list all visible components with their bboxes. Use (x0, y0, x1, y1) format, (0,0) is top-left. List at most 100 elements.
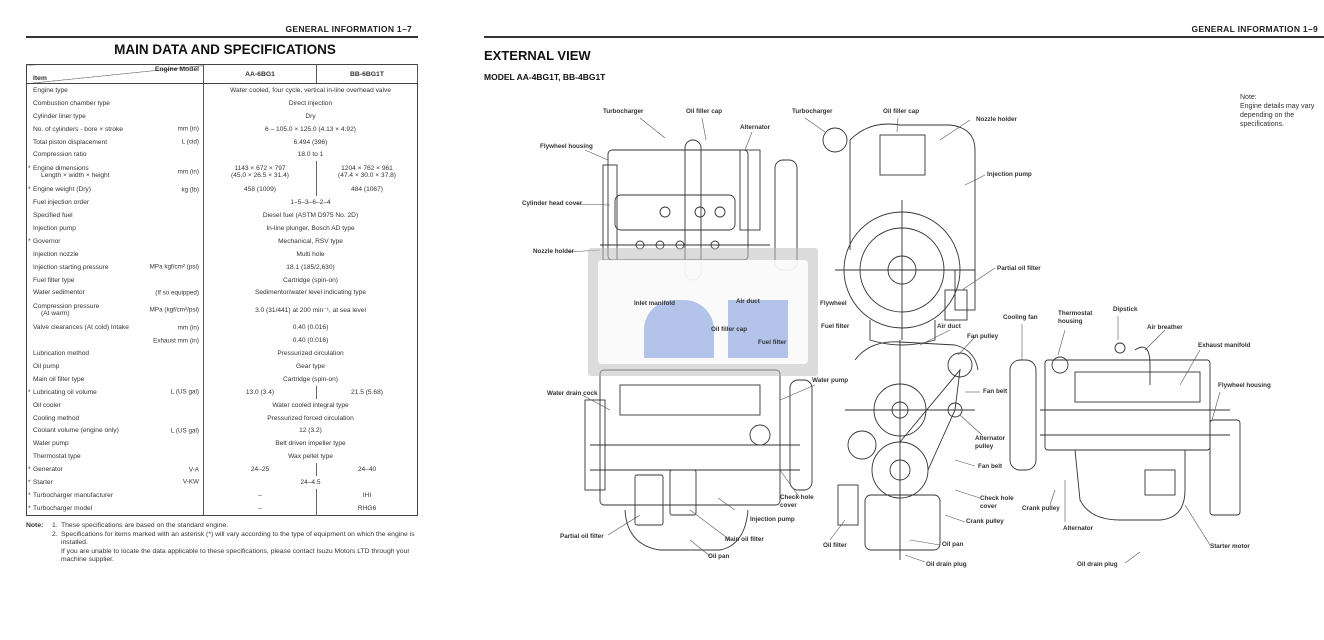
running-head-right: GENERAL INFORMATION 1–9 (1191, 24, 1318, 34)
spec-unit: L (US gal) (170, 427, 199, 435)
watermark-panel (598, 260, 808, 364)
diagram-label-injection-pump-2: Injection pump (750, 516, 795, 523)
spec-item-cell: Fuel injection order (26, 196, 204, 210)
spec-value-text: – (258, 491, 262, 499)
diagram-label-turbocharger-2: Turbocharger (792, 108, 833, 115)
diagram-label-oil-filter: Oil filter (823, 542, 847, 549)
spec-value-aa6bg1: 24–25 (203, 463, 317, 477)
spec-item-cell: Cylinder liner type (26, 109, 204, 123)
table-row: Compression pressure(At warm) MPa (kgf/cm… (26, 299, 418, 322)
asterisk-marker: * (28, 466, 31, 474)
diagram-label-starter-motor: Starter motor (1210, 543, 1250, 550)
diagram-label-nozzle-holder-1: Nozzle holder (533, 248, 574, 255)
spec-value-aa6bg1: 1143 × 672 × 797(45.0 × 26.5 × 31.4) (203, 161, 317, 184)
spec-item-label: Cooling method (33, 414, 80, 422)
diagram-label-air-duct-1: Air duct (736, 298, 760, 305)
running-head-left: GENERAL INFORMATION 1–7 (285, 24, 412, 34)
spec-item-cell: Compression ratio (26, 148, 204, 162)
spec-value-shared: Direct injection (288, 99, 333, 107)
spec-item-label: Valve clearances (At cold) Intake (33, 324, 129, 332)
diagram-label-fuel-filter-1: Fuel filter (758, 339, 787, 346)
spec-item-label: Water sedimentor (33, 289, 85, 297)
spec-item-label: Fuel injection order (33, 199, 90, 207)
diagram-label-partial-oil-filter-2: Partial oil filter (560, 533, 604, 540)
header-item-cell: Engine Model Item (26, 64, 204, 84)
spec-value-bb6bg1t: IHI (317, 489, 418, 502)
engine-right-side-view (584, 369, 813, 551)
spec-item-label: Coolant volume (engine only) (33, 427, 119, 435)
table-row: Cooling method Pressurized forced circula… (26, 411, 418, 425)
engine-rear-view (837, 340, 1037, 560)
page-title-specifications: MAIN DATA AND SPECIFICATIONS (114, 42, 336, 57)
table-row: Fuel injection order 1–5–3–6–2–4 (26, 196, 418, 210)
diagram-label-air-duct-2: Air duct (937, 323, 961, 330)
spec-item-label: Engine weight (Dry) (33, 186, 91, 194)
spec-value-bb6bg1t: 484 (1067) (317, 183, 418, 196)
note-item: 2.Specifications for items marked with a… (52, 531, 426, 548)
item-label: Item (33, 75, 47, 82)
watermark-logo-shape (728, 300, 788, 358)
diagram-label-oil-filler-cap-1: Oil filler cap (686, 108, 723, 115)
spec-value-shared: 1–5–3–6–2–4 (290, 199, 331, 207)
spec-value-shared: Pressurized forced circulation (267, 414, 354, 422)
engine-front-view (822, 123, 976, 346)
spec-value-text: 24–40 (357, 466, 377, 474)
note-item: 1.These specifications are based on the … (52, 522, 426, 531)
spec-value-text: 1143 × 672 × 797 (234, 165, 286, 173)
diagram-label-fan-belt-2: Fan belt (978, 463, 1003, 470)
spec-unit: mm (in) (177, 125, 199, 133)
spec-item-cell: Main oil filter type (26, 372, 204, 386)
spec-value-shared: Water cooled integral type (272, 401, 349, 409)
spec-unit: kg (lb) (181, 186, 200, 194)
spec-item-cell: Water sedimentor (If so equipped) (26, 286, 204, 300)
spec-item-label: Lubrication method (33, 350, 90, 358)
diagram-label-oil-filler-cap-2: Oil filler cap (711, 326, 748, 333)
spec-value-text: – (258, 504, 262, 512)
diagram-label-check-hole-cover-1: Check hole cover (780, 494, 814, 509)
spec-item-cell: Oil pump (26, 360, 204, 373)
diagram-label-alternator-1: Alternator (740, 124, 771, 131)
spec-item-cell: Lubrication method (26, 347, 204, 361)
diagram-label-alternator-2: Alternator (1063, 525, 1094, 532)
spec-item-label: Oil cooler (33, 401, 61, 409)
spec-unit: MPa (kgf/cm²/psi) (149, 306, 199, 314)
spec-value-aa6bg1: 13.0 (3.4) (203, 385, 317, 399)
spec-unit: mm (in) (177, 324, 199, 332)
spec-item-label: Injection pump (33, 224, 76, 232)
note-text: These specifications are based on the st… (61, 522, 229, 529)
diagram-label-fan-belt-1: Fan belt (983, 388, 1008, 395)
spec-value-shared: 0.40 (0.016) (292, 324, 329, 332)
spec-item-label: Starter (33, 478, 53, 486)
spec-item-sublabel: (At warm) (41, 310, 70, 318)
spec-item-label: Compression pressure (33, 303, 100, 311)
table-header-row: Engine Model Item AA-6BG1 BB-6BG1T (26, 64, 418, 84)
spec-item-label: Fuel filter type (33, 276, 75, 284)
spec-value-shared: 18.0 to 1 (297, 151, 324, 159)
diagram-label-crank-pulley-2: Crank pulley (1022, 505, 1060, 512)
diagram-label-cylinder-head-cover: Cylinder head cover (522, 200, 583, 207)
diagram-label-oil-pan-1: Oil pan (708, 553, 730, 560)
spec-unit: (If so equipped) (155, 289, 199, 297)
diagram-label-water-pump: Water pump (812, 377, 849, 384)
diagram-label-flywheel: Flywheel (820, 300, 847, 307)
table-row: Water sedimentor(If so equipped)Sediment… (26, 286, 418, 300)
spec-value-bb6bg1t: 1204 × 762 × 961(47.4 × 30.0 × 37.8) (317, 161, 418, 183)
spec-value-text: 484 (1067) (351, 186, 383, 194)
diagram-label-thermostat-housing: Thermostat housing (1058, 310, 1093, 325)
watermark-overlay (588, 248, 818, 376)
model-header-aa6bg1: AA-6BG1 (203, 64, 317, 84)
